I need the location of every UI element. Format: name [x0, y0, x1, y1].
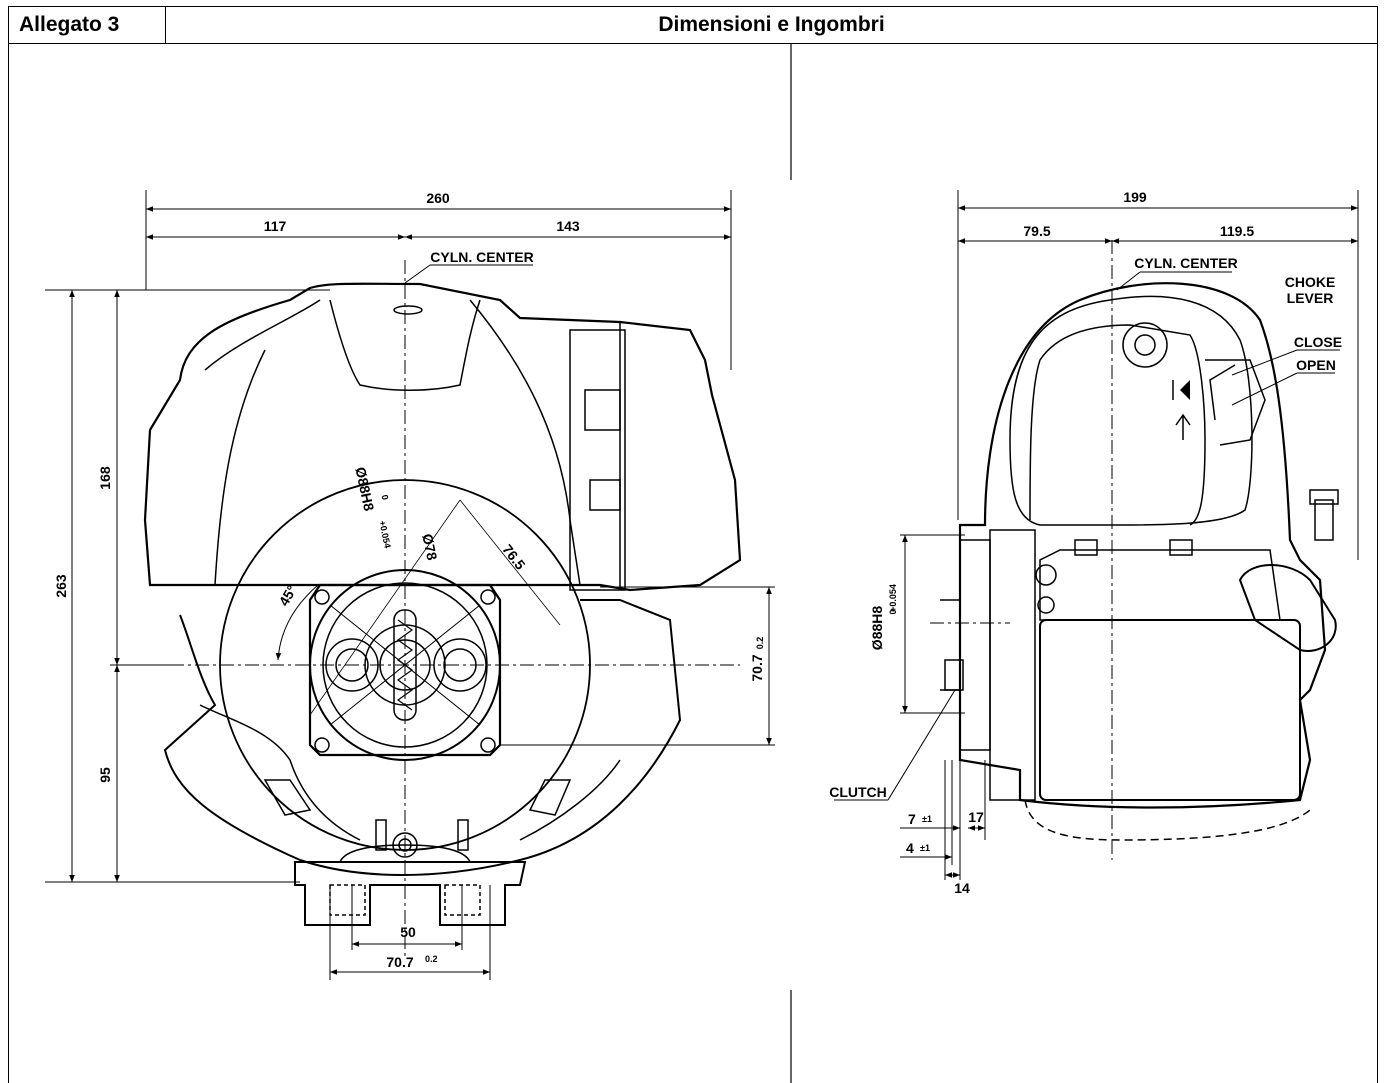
choke-open-label: OPEN	[1296, 357, 1336, 373]
side-dimensions	[834, 190, 1359, 880]
side-left-width: 79.5	[1023, 223, 1050, 239]
pcd-label: Ø78	[419, 532, 440, 561]
side-overall-width: 199	[1123, 189, 1147, 205]
front-dimensions	[45, 190, 775, 980]
attachment-label: Allegato 3	[9, 7, 166, 44]
cyl-center-label: CYLN. CENTER	[430, 249, 533, 265]
choke-lever-label: LEVER	[1287, 290, 1334, 306]
angle-label: 45°	[275, 582, 299, 608]
bore-tolerance-low: 0	[380, 494, 391, 501]
mounting-base	[294, 861, 527, 926]
dim-overall-height: 263	[53, 574, 69, 598]
dim-7: 7	[908, 811, 916, 827]
side-view	[940, 282, 1339, 841]
front-view	[143, 282, 742, 926]
diagonal-label: 76.5	[499, 541, 529, 572]
dim-17: 17	[968, 809, 984, 825]
base-outer-dim: 70.7	[386, 954, 413, 970]
dim-4-tol: ±1	[920, 843, 930, 853]
dim-upper-height: 168	[97, 466, 113, 490]
dim-4: 4	[906, 840, 914, 856]
mounting-flange	[308, 583, 502, 757]
page-title: Dimensioni e Ingombri	[166, 7, 1377, 44]
dim-left-width: 117	[264, 218, 287, 234]
dim-7-tol: ±1	[922, 814, 932, 824]
side-cyl-center-label: CYLN. CENTER	[1134, 255, 1237, 271]
flange-vertical-tol: 0.2	[755, 637, 765, 650]
choke-close-label: CLOSE	[1294, 334, 1342, 350]
clutch-label: CLUTCH	[829, 784, 887, 800]
drawing-sheet: Allegato 3 Dimensioni e Ingombri	[8, 6, 1378, 1083]
side-bore-tolerance-low: 0	[888, 609, 898, 614]
side-bore-tolerance: +0.054	[888, 584, 898, 612]
side-right-width: 119.5	[1220, 223, 1254, 239]
base-outer-tol: 0.2	[425, 954, 438, 964]
base-inner-dim: 50	[400, 924, 416, 940]
dim-14: 14	[954, 880, 970, 896]
choke-label: CHOKE	[1285, 274, 1336, 290]
dim-right-width: 143	[556, 218, 580, 234]
engine-shroud	[143, 282, 742, 592]
bore-tolerance: +0.054	[377, 520, 393, 549]
crankcase	[163, 599, 682, 876]
side-bore-diameter: Ø88H8	[869, 606, 885, 651]
side-shroud	[958, 282, 1327, 809]
bore-diameter-label: Ø88H8	[352, 466, 377, 513]
dim-overall-width: 260	[426, 190, 450, 206]
flange-vertical-dim: 70.7	[749, 654, 765, 681]
dim-lower-height: 95	[97, 767, 113, 783]
